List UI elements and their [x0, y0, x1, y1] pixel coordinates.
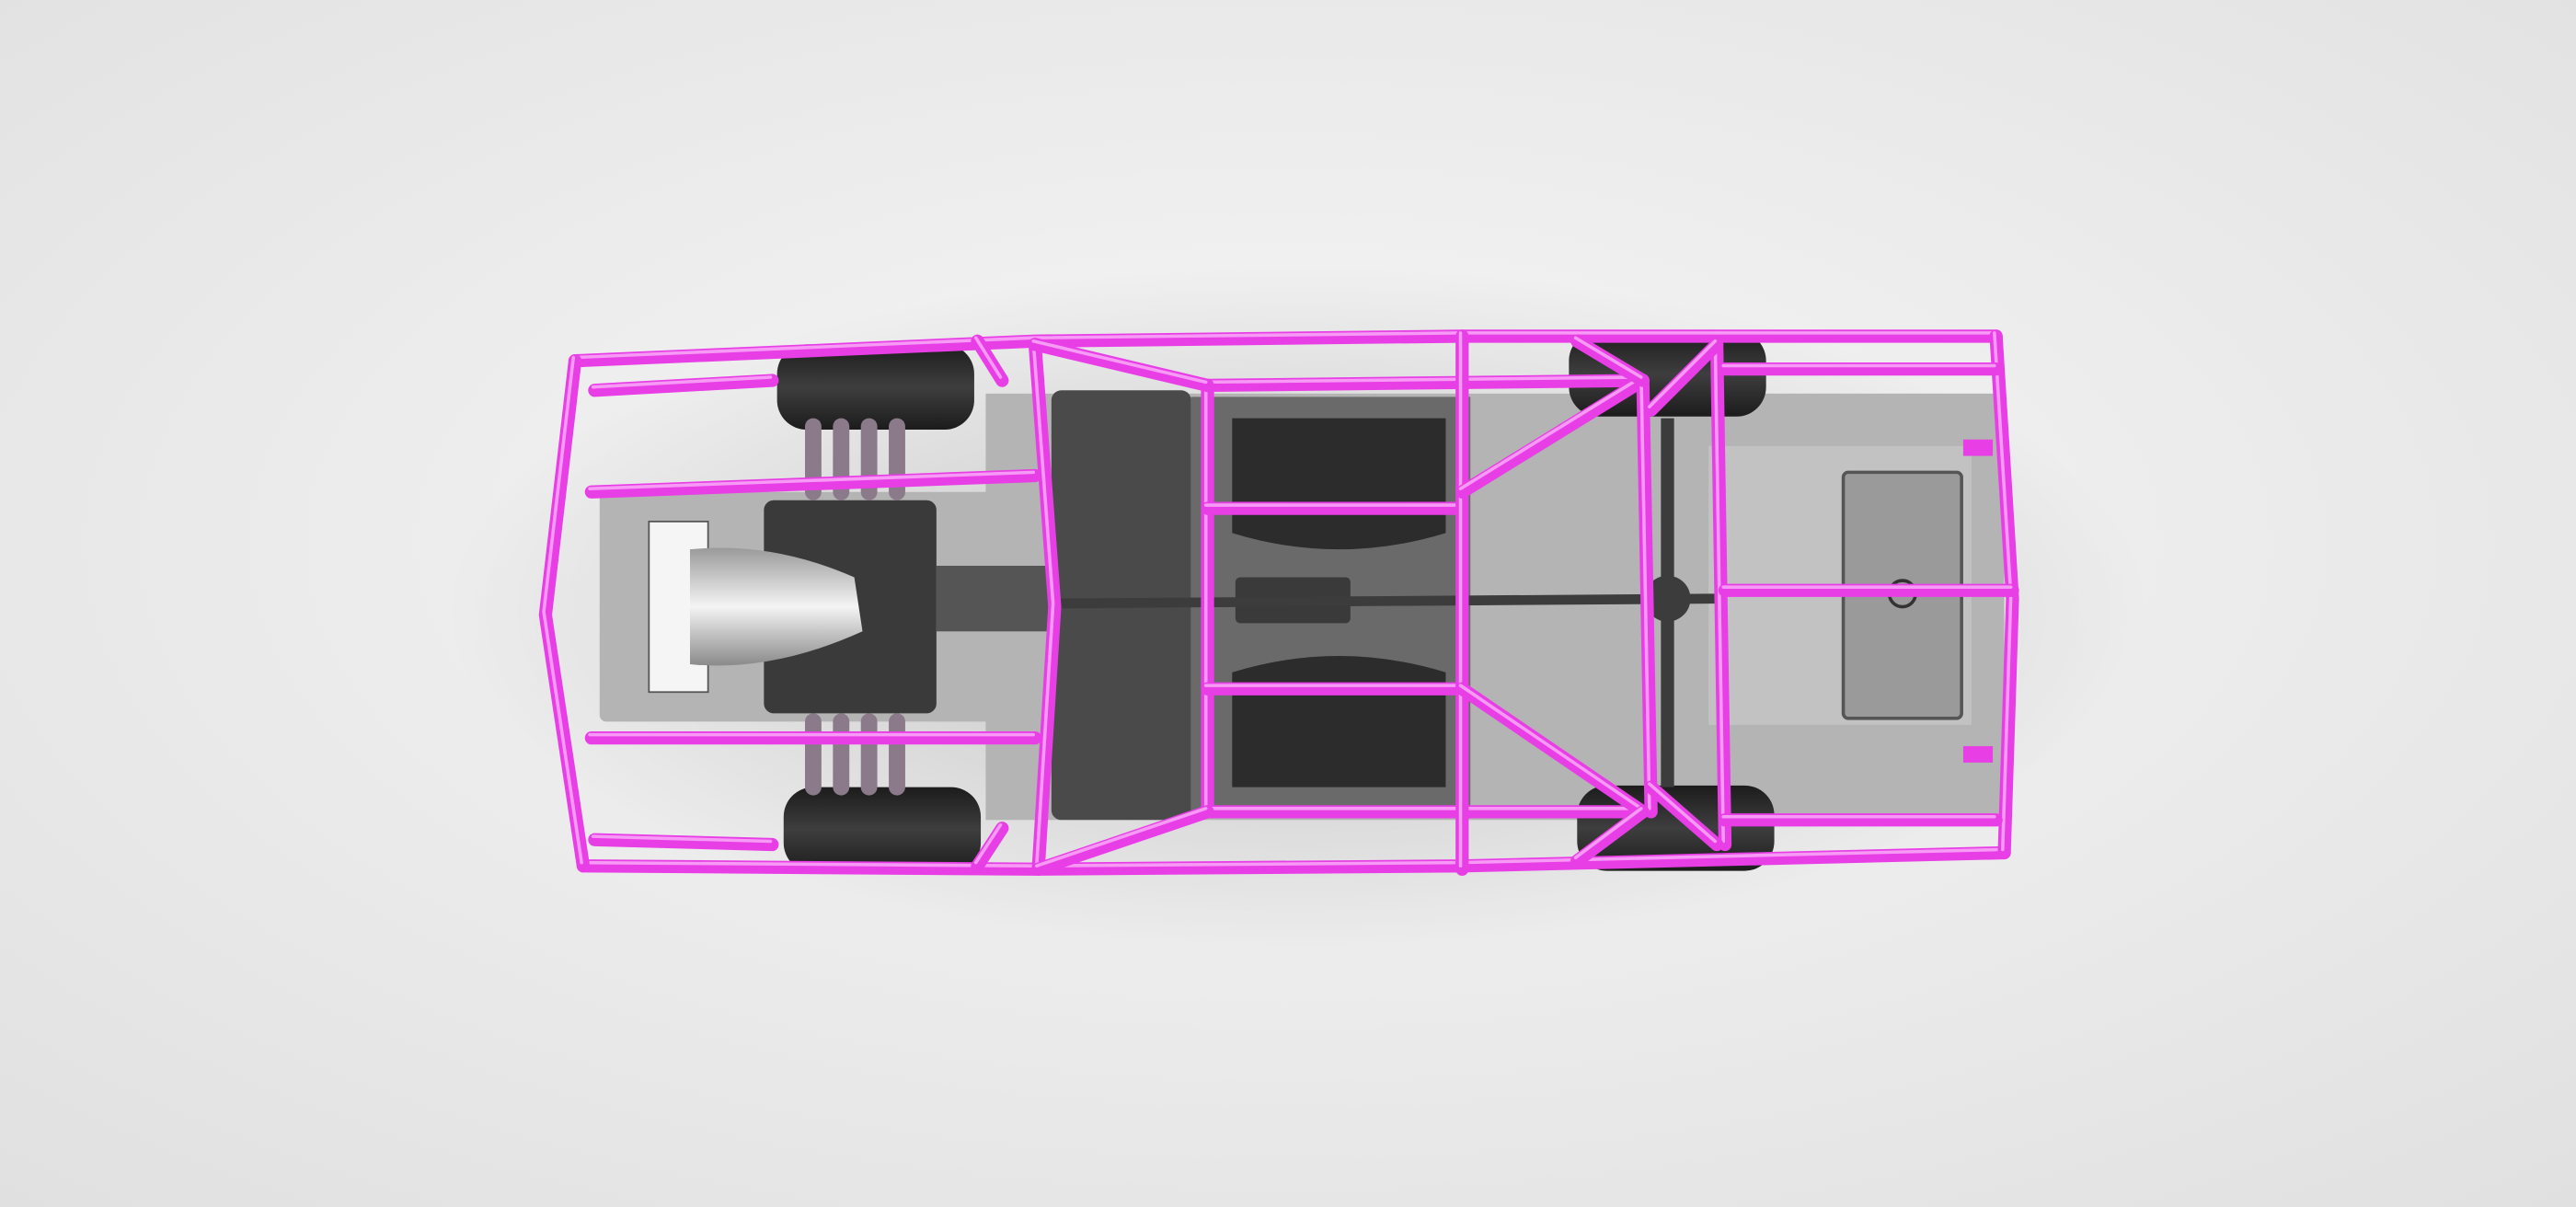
cage-tube-highlight — [1573, 336, 1643, 379]
cage-tube — [576, 845, 2011, 876]
cage-tube — [971, 822, 1009, 873]
cage-tube-highlight — [591, 375, 773, 389]
cage-tube-highlight — [1573, 807, 1643, 860]
cage-tube-highlight — [973, 822, 1003, 865]
cage-tube-highlight — [591, 834, 773, 844]
cage-tube-highlight — [1203, 375, 1643, 385]
intake-manifold — [690, 547, 863, 666]
header-pipe-top — [889, 418, 905, 500]
cage-tube-highlight — [1639, 375, 1651, 810]
roll-cage — [538, 329, 2019, 876]
cage-tube — [1570, 334, 1650, 387]
header-pipe-bottom — [833, 713, 850, 796]
cage-tube-highlight — [1648, 339, 1718, 408]
cage-tube — [1201, 374, 1650, 393]
cage-tube — [568, 329, 2003, 368]
cage-tube-highlight — [1458, 375, 1643, 490]
cage-tube-highlight — [1458, 684, 1643, 810]
cage-mount-tab — [1962, 746, 1994, 763]
cage-tube-highlight — [1031, 339, 1055, 868]
tire-front-right — [783, 787, 982, 873]
seat-right — [1232, 656, 1446, 787]
differential — [1644, 575, 1691, 622]
tire-front-left — [776, 344, 974, 431]
cage-tube — [1644, 338, 1724, 417]
transmission — [936, 566, 1052, 632]
cage-tube — [588, 374, 779, 397]
cage-tube-highlight — [973, 336, 1003, 379]
cage-tube — [584, 468, 1042, 499]
cage-mount-tab — [1962, 439, 1994, 456]
cage-tube-highlight — [1031, 339, 1208, 385]
cage-tube-highlight — [580, 847, 2005, 868]
driveshaft — [1051, 593, 1726, 609]
cage-tube — [1028, 338, 1214, 393]
header-pipe-bottom — [860, 713, 878, 796]
cage-tube — [1455, 682, 1650, 819]
header-pipe-bottom — [889, 713, 905, 796]
header-pipe-bottom — [805, 713, 822, 796]
chassis — [599, 331, 2005, 873]
cage-tube-highlight — [588, 470, 1035, 490]
seat-left — [1232, 418, 1446, 550]
cage-tube-highlight — [571, 331, 1996, 360]
cage-tube-highlight — [542, 355, 583, 865]
cage-tube-highlight — [1648, 782, 1718, 844]
cage-tube-highlight — [1035, 807, 1208, 868]
cage-tube — [1570, 805, 1650, 868]
cage-tube — [1031, 805, 1214, 876]
cage-tube — [588, 833, 779, 852]
cage-tube — [1455, 374, 1650, 499]
